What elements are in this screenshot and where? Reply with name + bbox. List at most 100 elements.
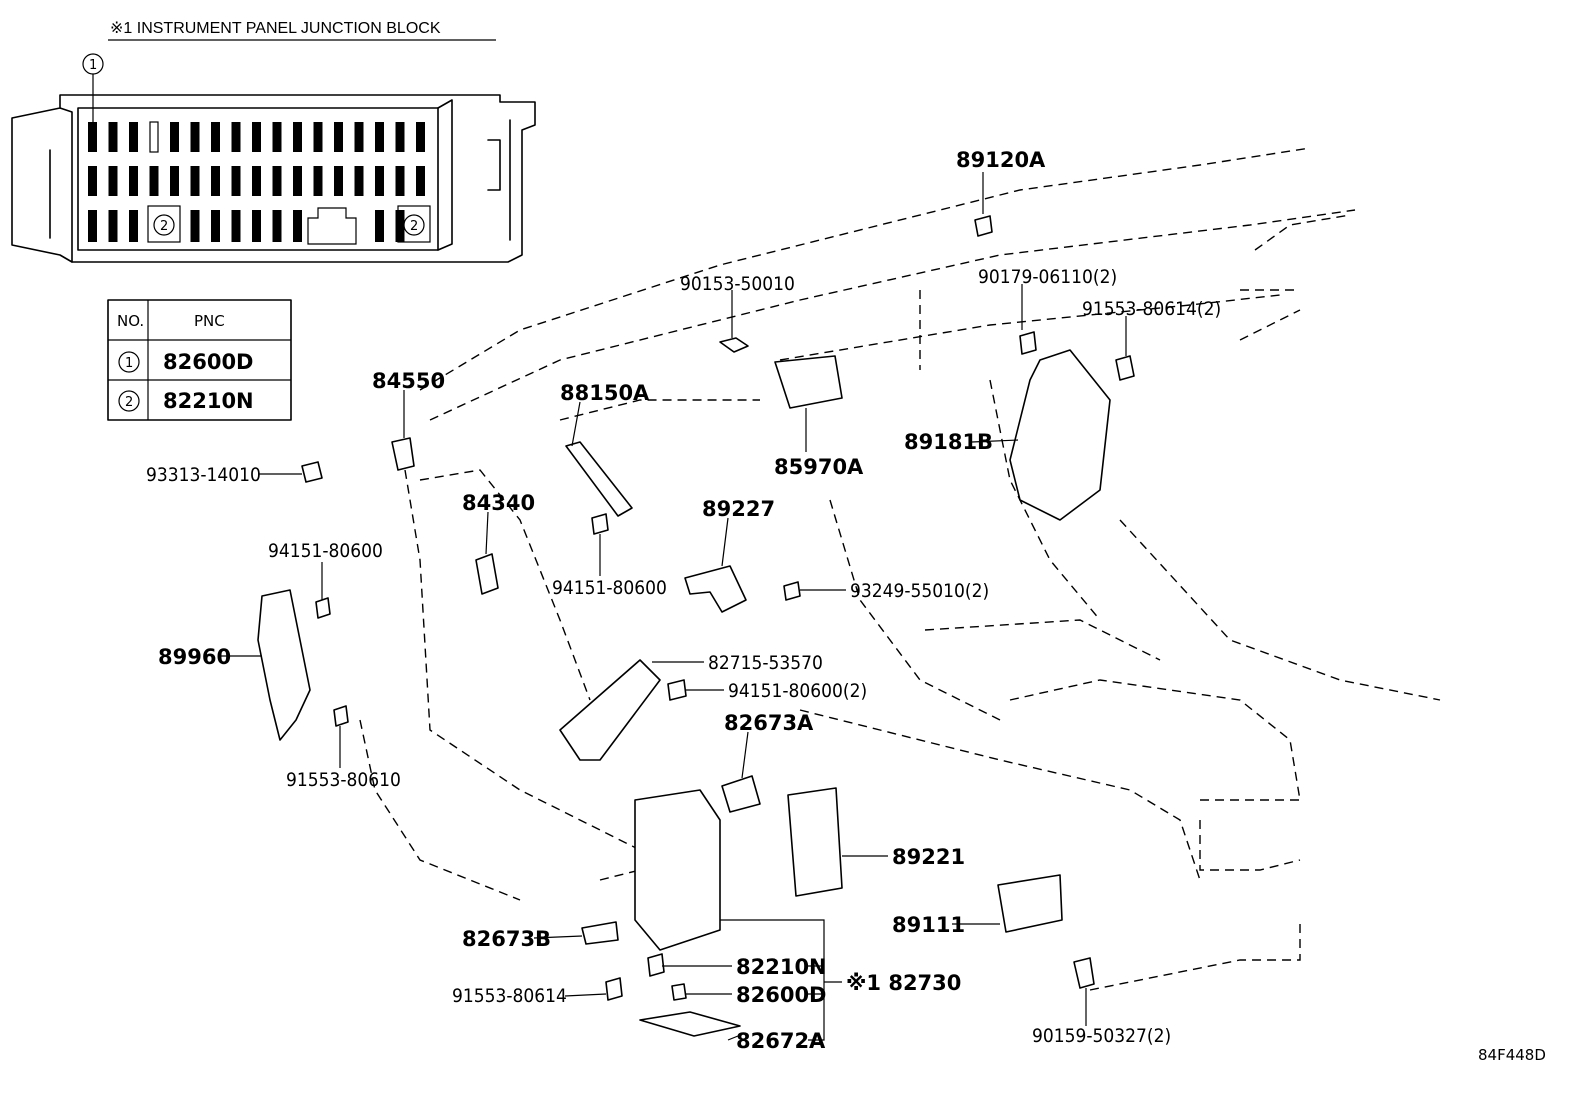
label-89181B: 89181B — [904, 430, 993, 454]
empty-fuse-slot — [149, 121, 159, 153]
part-shape-84550 — [391, 437, 415, 471]
marker-2-left: 2 — [160, 219, 168, 234]
fuse-slot — [252, 210, 261, 242]
label-93249-55010: 93249-55010(2) — [850, 580, 989, 602]
label-82715-53570: 82715-53570 — [708, 652, 823, 674]
label-84550: 84550 — [372, 369, 445, 393]
label-88150A: 88150A — [560, 381, 650, 405]
fuse-slot — [293, 122, 302, 152]
label-90153-50010: 90153-50010 — [680, 273, 795, 295]
fuse-slot — [88, 210, 97, 242]
label-82730: ※1 82730 — [846, 971, 961, 995]
part-shape-82715-53570 — [559, 659, 661, 761]
fuse-slot — [108, 166, 118, 196]
part-shape-82730 — [634, 789, 721, 951]
fuse-slot — [231, 166, 241, 196]
part-shape-90179-06110 — [1019, 331, 1037, 355]
label-94151-80600-a: 94151-80600 — [268, 540, 383, 562]
label-94151-80600-b: 94151-80600 — [552, 577, 667, 599]
fuse-slot — [231, 210, 241, 242]
label-82673B: 82673B — [462, 927, 551, 951]
part-shape-82672A — [639, 1011, 741, 1037]
fuse-slot — [313, 122, 323, 152]
fuse-slot — [108, 122, 118, 152]
fuse-slot — [416, 122, 425, 152]
fuse-slot — [272, 122, 282, 152]
fuse-slot — [272, 210, 282, 242]
fuse-slot — [170, 166, 179, 196]
junction-block-title: ※1 INSTRUMENT PANEL JUNCTION BLOCK — [110, 20, 441, 37]
fuse-slot — [395, 166, 405, 196]
fuse-slot — [190, 122, 200, 152]
relay-socket — [307, 207, 357, 245]
junction-block-fuse-slots — [88, 122, 425, 242]
fuse-slot — [334, 166, 343, 196]
part-shape-82210N — [647, 953, 665, 977]
label-91553-80610: 91553-80610 — [286, 769, 401, 791]
part-shape-89227 — [684, 565, 747, 613]
label-82600D: 82600D — [736, 983, 827, 1007]
part-shape-85970A — [774, 355, 843, 409]
fuse-slot — [108, 210, 118, 242]
part-shape-90159-50327 — [1073, 957, 1095, 989]
fuse-slot — [416, 166, 425, 196]
part-shape-94151-80600-b — [591, 513, 609, 535]
marker-2-right: 2 — [410, 219, 418, 234]
marker-1: 1 — [89, 58, 97, 73]
fuse-slot — [211, 210, 220, 242]
label-91553-80614-2: 91553-80614(2) — [1082, 298, 1221, 320]
part-shape-89181B — [1009, 349, 1111, 521]
fuse-slot — [375, 122, 384, 152]
fuse-slot — [252, 122, 261, 152]
label-91553-80614: 91553-80614 — [452, 985, 567, 1007]
part-shape-82673B — [581, 921, 619, 945]
part-shape-91553-80614 — [605, 977, 623, 1001]
fuse-slot — [170, 122, 179, 152]
pnc-row-2-pnc: 82210N — [163, 389, 254, 413]
part-shape-94151-80600-a — [315, 597, 331, 619]
pnc-table-frame — [107, 299, 292, 421]
part-shape-89111 — [997, 874, 1063, 933]
fuse-slot — [334, 122, 343, 152]
socket-2-right — [397, 205, 431, 243]
fuse-slot — [375, 210, 384, 242]
junction-block-inset: ※1 INSTRUMENT PANEL JUNCTION BLOCK 1 2 2 — [11, 20, 536, 263]
part-shape-89221 — [787, 787, 843, 897]
pnc-col-no: NO. — [117, 312, 144, 330]
label-93313-14010: 93313-14010 — [146, 464, 261, 486]
diagram-code: 84F448D — [1478, 1046, 1546, 1064]
pnc-table: NO. PNC 1 82600D 2 82210N — [107, 299, 292, 421]
part-labels: 89120A 90153-50010 90179-06110(2) 91553-… — [146, 148, 1546, 1064]
part-shape-82600D — [671, 983, 687, 1001]
fuse-slot — [293, 166, 302, 196]
label-90159-50327: 90159-50327(2) — [1032, 1025, 1171, 1047]
junction-block-housing — [11, 94, 536, 263]
label-89960: 89960 — [158, 645, 231, 669]
fuse-slot — [395, 122, 405, 152]
label-82673A: 82673A — [724, 711, 814, 735]
part-shape-91553-80614-2 — [1115, 355, 1135, 381]
fuse-slot — [88, 122, 97, 152]
fuse-slot — [395, 210, 405, 242]
marker-circle-2-left — [153, 214, 175, 236]
pnc-row-1-no: 1 — [125, 356, 133, 371]
pnc-col-pnc: PNC — [194, 312, 225, 330]
label-90179-06110: 90179-06110(2) — [978, 266, 1117, 288]
part-shape-89120A — [974, 215, 993, 237]
pnc-row-1-pnc: 82600D — [163, 350, 254, 374]
part-shape-91553-80610 — [333, 705, 349, 727]
dashboard-outline — [359, 147, 1441, 991]
junction-block-edges — [49, 107, 511, 263]
fuse-slot — [313, 166, 323, 196]
part-shape-90153-50010 — [719, 337, 749, 353]
fuse-slot — [354, 166, 364, 196]
part-shape-93313-14010 — [301, 461, 323, 483]
fuse-slot — [190, 166, 200, 196]
fuse-slot — [129, 210, 138, 242]
label-84340: 84340 — [462, 491, 535, 515]
fuse-slot — [293, 210, 302, 242]
part-shape-89960 — [257, 589, 311, 741]
label-82672A: 82672A — [736, 1029, 826, 1053]
label-89227: 89227 — [702, 497, 775, 521]
